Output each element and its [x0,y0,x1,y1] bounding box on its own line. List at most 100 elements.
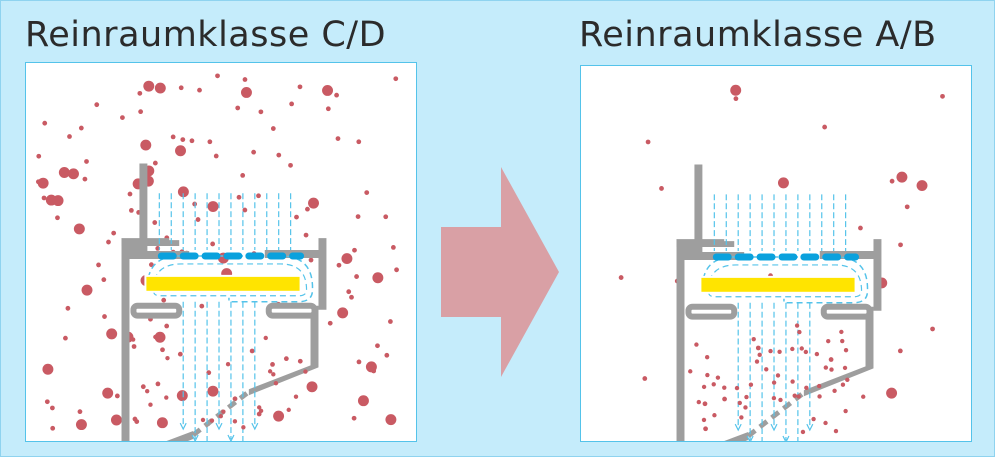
airflow-arrow-tip [227,434,235,441]
contamination-particle [730,84,742,96]
airflow-boundary-outer [701,256,869,304]
contamination-particle [645,139,651,145]
contamination-particle [828,357,834,362]
contamination-particle [305,206,310,212]
particle-group [35,73,399,431]
contamination-particle [236,194,242,200]
contamination-particle [357,395,369,407]
inner-particle [775,373,781,378]
cleanroom-illustration-ab [618,84,945,441]
contamination-particle [337,307,349,319]
support-rail-left [130,302,183,319]
inner-particle [130,337,136,342]
contamination-particle [213,153,219,159]
airflow-boundary-inner [152,263,308,297]
contamination-particle [256,193,261,199]
contamination-particle [733,96,739,102]
hepa-filter [699,275,857,294]
contamination-particle [155,381,161,387]
inner-particle [771,395,777,401]
inner-particle [843,347,849,353]
contamination-particle [897,348,903,354]
contamination-particle [111,230,117,236]
inner-particle [861,394,866,399]
contamination-particle [294,214,299,220]
contamination-particle [375,343,380,349]
inner-particle [715,375,721,380]
contamination-particle [42,120,48,126]
contamination-particle [270,362,275,367]
contamination-particle [77,409,83,415]
inner-particle [816,383,822,389]
inner-particle [797,329,802,335]
contamination-particle [110,414,122,426]
inner-particle [777,349,782,354]
contamination-particle [197,87,202,93]
airflow-arrow-tip [782,435,790,441]
inner-particle-group [130,334,308,430]
inner-particle [811,416,816,422]
inner-particle [790,379,795,384]
inner-particle [814,351,820,357]
inner-particle [796,394,801,399]
contamination-particle [346,289,352,295]
contamination-particle [41,195,47,201]
contamination-particle [384,352,390,358]
inner-particle [843,408,848,414]
contamination-particle [137,90,143,96]
inner-particle [817,394,822,399]
airflow-arrow-tip [179,422,187,431]
inner-particle [704,354,710,360]
contamination-particle [94,102,100,108]
contamination-particle [240,173,246,178]
cleanroom-illustration-cd [35,73,399,441]
contamination-particle [308,197,319,209]
contamination-particle [195,217,201,222]
contamination-particle [189,138,195,144]
title-class-ab: Reinraumklasse A/B [579,15,937,55]
inner-particle [164,395,169,400]
contamination-particle [297,84,303,90]
inner-particle [748,382,754,387]
airflow-boundary-outer [146,255,314,303]
particle-group [618,84,945,432]
contamination-particle [916,180,928,192]
inner-particle [778,397,783,403]
contamination-particle [325,106,331,112]
airflow-arrow-tip [746,435,754,441]
title-class-cd: Reinraumklasse C/D [25,15,387,55]
contamination-particle [288,162,293,168]
contamination-particle [351,415,357,421]
contamination-particle [356,139,362,145]
airflow-arrow-tip [734,423,742,432]
contamination-particle [364,190,370,196]
contamination-particle [659,186,664,191]
contamination-particle [170,134,176,140]
contamination-particle [140,139,152,151]
laminar-flow-unit [121,163,327,441]
contamination-particle [120,115,125,120]
contamination-particle [642,376,648,381]
airflow-arrow-tip [215,422,223,431]
contamination-particle [886,387,898,399]
inner-particle [764,367,769,372]
housing-top-left [121,238,170,246]
inner-particle [734,385,740,391]
contamination-particle [303,232,309,238]
support-rail-left [685,303,738,320]
contamination-particle [276,152,282,158]
inner-particle [712,413,717,418]
contamination-particle [242,77,248,82]
contamination-particle [283,356,289,362]
inner-particle [845,377,850,383]
inner-particle [701,417,707,423]
contamination-particle [898,242,903,248]
housing-right-profile [264,238,327,310]
inner-particle [218,414,223,419]
contamination-particle [180,137,186,142]
contamination-particle [148,262,154,268]
contamination-particle [199,303,205,309]
housing-left-profile [676,164,749,441]
inner-particle [794,323,800,328]
contamination-particle [270,126,276,131]
